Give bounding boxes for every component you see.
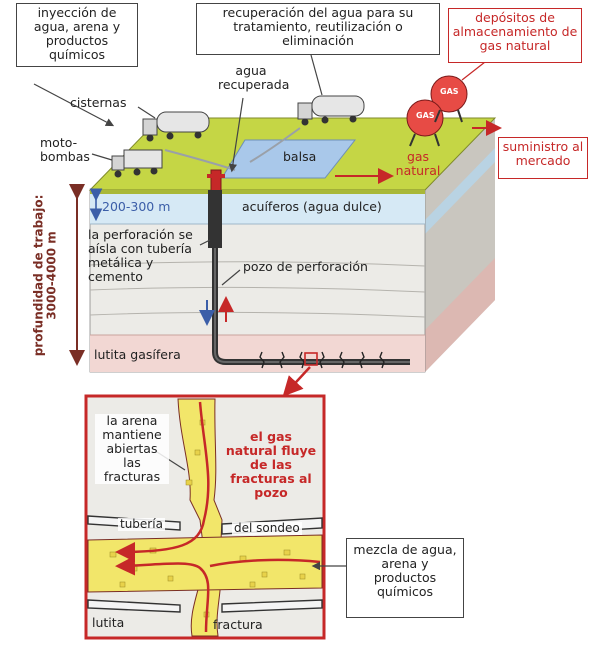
tanker-truck-right [297,95,365,126]
recovery-label: recuperación del agua para su tratamient… [222,5,414,48]
fracture-label: fractura [213,617,263,632]
block-right-face [425,118,495,372]
well-bore [208,190,410,365]
leader-lines [33,54,323,286]
zoom-box [304,352,318,366]
gas-tank-2-label: GAS [416,111,435,120]
zoom-arrow [282,366,311,397]
pond-label: balsa [283,149,317,164]
pipe-label: tubería [118,517,165,532]
natural-gas-label: gas natural [395,149,441,178]
supply-label: suministro al mercado [502,139,584,168]
injection-label: inyección de agua, arena y productos quí… [33,5,121,62]
detail-shale-label: lutita [92,615,125,630]
aquifers-label: acuíferos (agua dulce) [242,199,382,214]
injection-box: inyección de agua, arena y productos quí… [16,3,138,67]
aquifer-depth-label: 200-300 m [102,199,171,214]
recovered-water-label: agua recuperada [218,63,290,92]
mixture-label: mezcla de agua, arena y productos químic… [353,542,457,599]
shale-label: lutita gasífera [94,347,181,362]
aquifer-layer [90,194,425,224]
working-depth-label: profundidad de trabajo: 3000-4000 m [31,194,59,357]
storage-label: depósitos de almacenamiento de gas natur… [452,10,578,53]
borehole-label: del sondeo [232,521,302,536]
well-label: pozo de perforación [243,259,368,274]
pump-truck [111,149,163,178]
gas-flow-label: el gas natural fluye de las fracturas al… [225,429,317,500]
pumps-label: moto-bombas [40,135,90,164]
sand-note-label: la arena mantiene abiertas las fracturas [95,414,169,484]
casing-label: la perforación se aísla con tubería metá… [88,227,193,284]
fracture-marks [259,351,385,369]
supply-box: suministro al mercado [498,137,588,179]
shale-layer [90,335,425,372]
gas-tanks [406,75,468,147]
gas-tank-1-label: GAS [440,87,459,96]
mixture-box: mezcla de agua, arena y productos químic… [346,538,464,618]
tanks-label: cisternas [70,95,127,110]
tanker-truck-left [142,111,210,142]
storage-leader [461,61,486,81]
recovery-box: recuperación del agua para su tratamient… [196,3,440,55]
block-front-face [89,189,426,373]
storage-box: depósitos de almacenamiento de gas natur… [448,8,582,63]
